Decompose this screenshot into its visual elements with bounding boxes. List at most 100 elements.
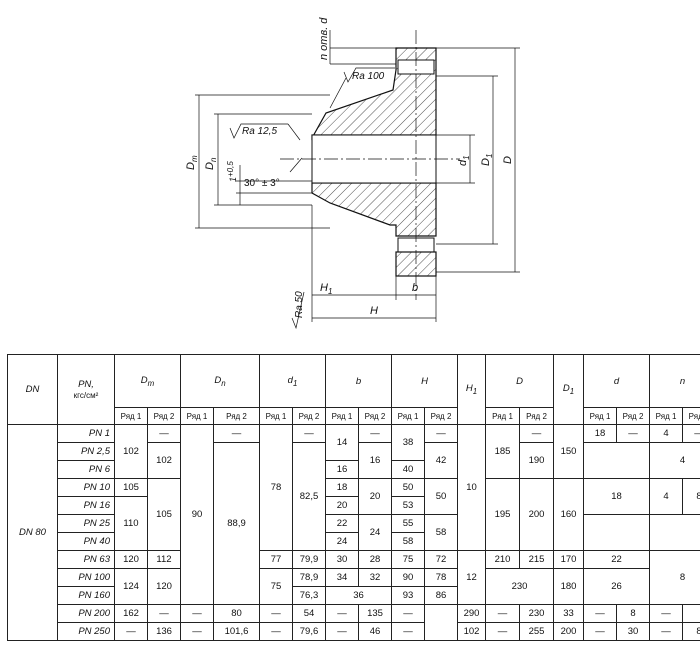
dn-cell: DN 80 (7, 424, 58, 641)
table-cell: 75 (391, 550, 426, 569)
table-cell: 160 (553, 478, 585, 551)
table-cell: 90 (180, 424, 214, 605)
table-cell: 4 (649, 478, 684, 515)
H-label: H (370, 305, 378, 317)
table-cell (649, 514, 700, 551)
table-cell: 33 (553, 604, 585, 623)
table-cell: 16 (325, 460, 360, 479)
table-cell: 102 (457, 622, 487, 641)
table-cell: 16 (358, 442, 393, 479)
table-cell: 46 (358, 622, 393, 641)
table-cell: 290 (457, 604, 487, 623)
ra125-label: Ra 12,5 (242, 126, 277, 137)
table-cell: 12 (457, 550, 487, 605)
table-cell (424, 604, 459, 641)
table-cell: 30 (325, 550, 360, 569)
table-cell: — (358, 424, 393, 443)
table-cell: 14 (325, 424, 360, 461)
table-cell: — (649, 622, 684, 641)
table-row: PN 2,5 102 88,9 82,5 16 42 190 4 (8, 442, 700, 605)
subheader-row2: Ряд 2 (213, 407, 260, 425)
table-row: PN 200 162 — — 80 — 54 — 135 — 290 — 230… (8, 604, 700, 641)
table-cell: 78 (259, 424, 293, 551)
table-cell: 82,5 (291, 442, 327, 551)
header-dn: DN (7, 354, 58, 425)
table-cell: 200 (553, 622, 585, 641)
table-cell: 22 (325, 514, 360, 533)
header-dm: Dm (114, 354, 181, 408)
table-cell (583, 514, 651, 551)
table-cell: — (583, 604, 618, 623)
table-cell: — (519, 424, 555, 443)
subheader-row1: Ряд 1 (485, 407, 521, 425)
table-cell: 4 (649, 442, 700, 479)
table-row: PN 25 22 24 55 58 (8, 514, 700, 551)
pn-cell: PN 160 (57, 586, 115, 605)
table-cell: 10 (457, 424, 487, 551)
table-cell: — (325, 604, 360, 623)
table-cell: — (147, 604, 181, 623)
pn-cell: PN 40 (57, 532, 115, 551)
pn-cell: PN 16 (57, 496, 115, 515)
flange-drawing: n отв. d Ra 100 Ra 12,5 Ra 50 Dm Dn 1+0,… (185, 17, 520, 330)
table-cell: 18 (583, 424, 618, 443)
table-row: DN 80 PN 1 102 — 90 — 78 — 14 — 38 — 10 … (7, 424, 700, 641)
pn-cell: PN 250 (57, 622, 115, 641)
table-cell: 210 (485, 550, 521, 569)
holes-label: n отв. d (318, 17, 330, 60)
d1-label: d1 (457, 155, 471, 166)
header-D: D (485, 354, 555, 408)
table-cell: 34 (325, 568, 360, 587)
table-cell: 40 (391, 460, 426, 479)
header-d1: d1 (258, 354, 327, 408)
table-cell: 135 (358, 604, 393, 623)
table-cell: 50 (424, 478, 459, 515)
table-cell: — (485, 622, 521, 641)
H1-label: H1 (320, 282, 332, 296)
table-cell: 79,6 (291, 622, 327, 641)
table-cell: 18 (583, 478, 651, 515)
header-pn: PN,кгс/см² (57, 354, 115, 425)
header-dn2: Dn (180, 354, 260, 408)
pn-cell: PN 25 (57, 514, 115, 533)
table-cell: 230 (519, 604, 555, 623)
table-cell: 162 (114, 604, 148, 623)
table-cell: 32 (358, 568, 393, 587)
header-b: b (325, 354, 393, 408)
table-cell (583, 442, 651, 479)
subheader-row1: Ряд 1 (114, 407, 148, 425)
table-cell: 4 (649, 424, 684, 443)
table-row: PN 10 105 105 18 20 50 50 195 200 160 18… (8, 478, 700, 551)
table-row: PN 6 16 40 (8, 460, 700, 479)
subheader-row1: Ряд 1 (391, 407, 426, 425)
header-d: d (583, 354, 651, 408)
table-row: PN 16 110 20 53 (8, 496, 700, 551)
table-cell: 8 (682, 622, 700, 641)
tolerance-label: 1+0,5 (226, 161, 238, 182)
table-cell: 101,6 (213, 622, 260, 641)
table-cell: 30 (616, 622, 651, 641)
subheader-row2: Ряд 2 (424, 407, 459, 425)
table-cell: 20 (325, 496, 360, 515)
table-cell: 24 (358, 514, 393, 551)
header-h1: H1 (457, 354, 487, 425)
table-cell: — (147, 424, 181, 443)
ra100-label: Ra 100 (352, 71, 385, 82)
table-cell: 79,9 (291, 550, 327, 569)
table-cell: 102 (114, 424, 148, 479)
subheader-row2: Ряд 2 (147, 407, 181, 425)
flange-dimensions-table: DN PN,кгс/см² Dm Dn d1 b H H1 D D1 d n Р… (7, 354, 700, 641)
ra50-label: Ra 50 (294, 291, 305, 318)
table-cell: — (682, 424, 700, 443)
pn-cell: PN 1 (57, 424, 115, 443)
table-cell: 18 (325, 478, 360, 497)
table-cell: — (325, 622, 360, 641)
table-cell: — (213, 424, 260, 443)
subheader-row2: Ряд 2 (291, 407, 327, 425)
pn-cell: PN 2,5 (57, 442, 115, 461)
table-cell: 150 (553, 424, 585, 479)
b-label: b (412, 282, 418, 294)
table-cell: — (291, 424, 327, 443)
subheader-row2: Ряд 2 (519, 407, 555, 425)
table-cell: — (616, 424, 651, 443)
